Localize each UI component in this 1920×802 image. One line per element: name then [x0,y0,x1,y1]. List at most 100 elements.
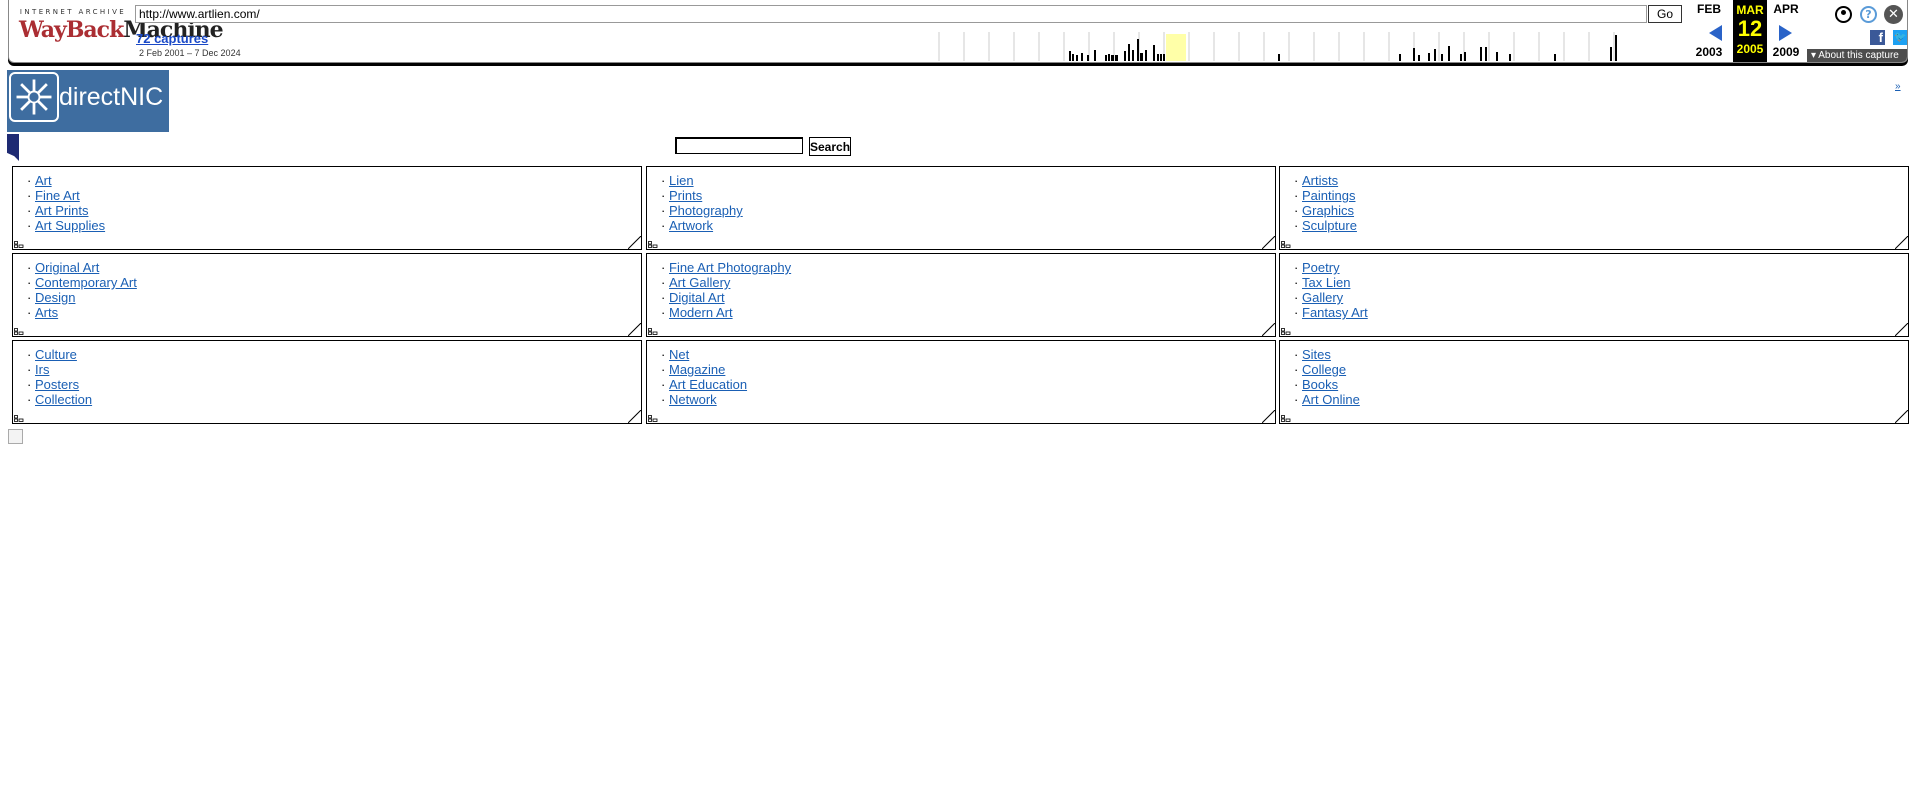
box-corner-icon [628,323,641,336]
box-corner-icon [628,410,641,423]
category-link[interactable]: Culture [35,347,77,362]
list-item: ·Irs [27,362,50,377]
prev-month-link[interactable]: FEB [1697,2,1721,16]
category-link[interactable]: Art Gallery [669,275,731,290]
category-link[interactable]: Artwork [669,218,714,233]
corner-link[interactable]: » [1895,81,1901,92]
list-item: ·Paintings [1294,188,1356,203]
category-link[interactable]: Net [669,347,690,362]
help-icon[interactable]: ? [1860,6,1877,23]
category-link[interactable]: Contemporary Art [35,275,137,290]
list-item: ·Tax Lien [1294,275,1351,290]
list-item: ·Artwork [661,218,714,233]
category-link[interactable]: Fine Art [35,188,80,203]
list-item: ·Graphics [1294,203,1355,218]
category-link[interactable]: Paintings [1302,188,1356,203]
facebook-icon[interactable]: f [1870,30,1885,45]
tab-marker [7,134,19,161]
list-item: ·Fantasy Art [1294,305,1368,320]
category-link[interactable]: Digital Art [669,290,725,305]
box-corner-icon [1895,236,1908,249]
category-link[interactable]: Fantasy Art [1302,305,1368,320]
current-year: 2005 [1736,42,1764,56]
list-item: ·Art Gallery [661,275,731,290]
category-link[interactable]: Tax Lien [1302,275,1351,290]
category-link[interactable]: Art Education [669,377,748,392]
captures-link[interactable]: 72 captures [136,31,209,46]
box-corner-icon [1895,323,1908,336]
category-link[interactable]: Collection [35,392,93,407]
search-input[interactable] [675,137,803,154]
category-link[interactable]: Network [669,392,717,407]
list-item: ·Posters [27,377,80,392]
current-month: MAR [1736,3,1764,17]
list-item: ·Digital Art [661,290,725,305]
box-corner-icon [1262,236,1275,249]
captures-sparkline[interactable] [934,32,1634,61]
list-item: ·Culture [27,347,77,362]
next-month-link[interactable]: APR [1773,2,1799,16]
wayback-logo[interactable]: INTERNET ARCHIVE WayBackMachine [19,8,224,54]
category-link[interactable]: Lien [669,173,694,188]
next-year-link[interactable]: 2009 [1772,45,1800,59]
list-item: ·Fine Art [27,188,80,203]
category-link[interactable]: Arts [35,305,59,320]
wayback-toolbar: INTERNET ARCHIVE WayBackMachine Go 72 ca… [8,0,1908,63]
box-footer-icon [14,241,24,248]
list-item: ·Lien [661,173,694,188]
category-link[interactable]: Poetry [1302,260,1340,275]
category-link[interactable]: Sculpture [1302,218,1357,233]
internet-archive-label: INTERNET ARCHIVE [19,8,127,16]
category-link[interactable]: Books [1302,377,1339,392]
list-item: ·Fine Art Photography [661,260,792,275]
category-link[interactable]: Sites [1302,347,1331,362]
category-link[interactable]: Irs [35,362,50,377]
list-item: ·Art Education [661,377,748,392]
list-item: ·Sites [1294,347,1331,362]
prev-capture-arrow-icon[interactable] [1709,25,1722,41]
go-button[interactable]: Go [1648,5,1682,23]
category-link[interactable]: Design [35,290,76,305]
category-link[interactable]: Photography [669,203,743,218]
category-link[interactable]: Graphics [1302,203,1355,218]
box-footer-icon [1281,415,1291,422]
list-item: ·Contemporary Art [27,275,137,290]
category-link[interactable]: Fine Art Photography [669,260,792,275]
next-capture-arrow-icon[interactable] [1779,25,1792,41]
wayback-url-input[interactable] [135,5,1647,23]
close-icon[interactable]: ✕ [1884,5,1903,24]
box-footer-icon [1281,241,1291,248]
category-link[interactable]: Posters [35,377,80,392]
category-link[interactable]: Art Prints [35,203,89,218]
category-link[interactable]: Prints [669,188,703,203]
category-link[interactable]: Art Supplies [35,218,106,233]
list-item: ·Net [661,347,690,362]
directnic-logo-text: directNIC [59,83,164,111]
category-link[interactable]: Art [35,173,52,188]
twitter-icon[interactable]: 🐦 [1893,30,1907,45]
directnic-logo[interactable]: directNIC [7,70,169,132]
list-item: ·Original Art [27,260,100,275]
about-capture-label: About this capture [1818,50,1899,61]
category-link[interactable]: Artists [1302,173,1339,188]
prev-year-link[interactable]: 2003 [1695,45,1723,59]
category-link[interactable]: Original Art [35,260,100,275]
list-item: ·Arts [27,305,59,320]
category-link[interactable]: Magazine [669,362,726,377]
wayback-word: WayBack [19,17,124,43]
category-link[interactable]: College [1302,362,1347,377]
category-box: ·Net·Magazine·Art Education·Network [646,340,1276,424]
search-button[interactable]: Search [809,137,851,156]
box-footer-icon [648,415,658,422]
box-corner-icon [1262,323,1275,336]
category-box: ·Lien·Prints·Photography·Artwork [646,166,1276,250]
category-link[interactable]: Gallery [1302,290,1344,305]
category-box: ·Fine Art Photography·Art Gallery·Digita… [646,253,1276,337]
about-capture-dropdown[interactable]: ▾ About this capture [1807,49,1907,62]
box-footer-icon [1281,328,1291,335]
category-box: ·Artists·Paintings·Graphics·Sculpture [1279,166,1909,250]
box-footer-icon [14,415,24,422]
category-link[interactable]: Art Online [1302,392,1360,407]
category-link[interactable]: Modern Art [669,305,733,320]
user-icon[interactable] [1835,6,1852,23]
